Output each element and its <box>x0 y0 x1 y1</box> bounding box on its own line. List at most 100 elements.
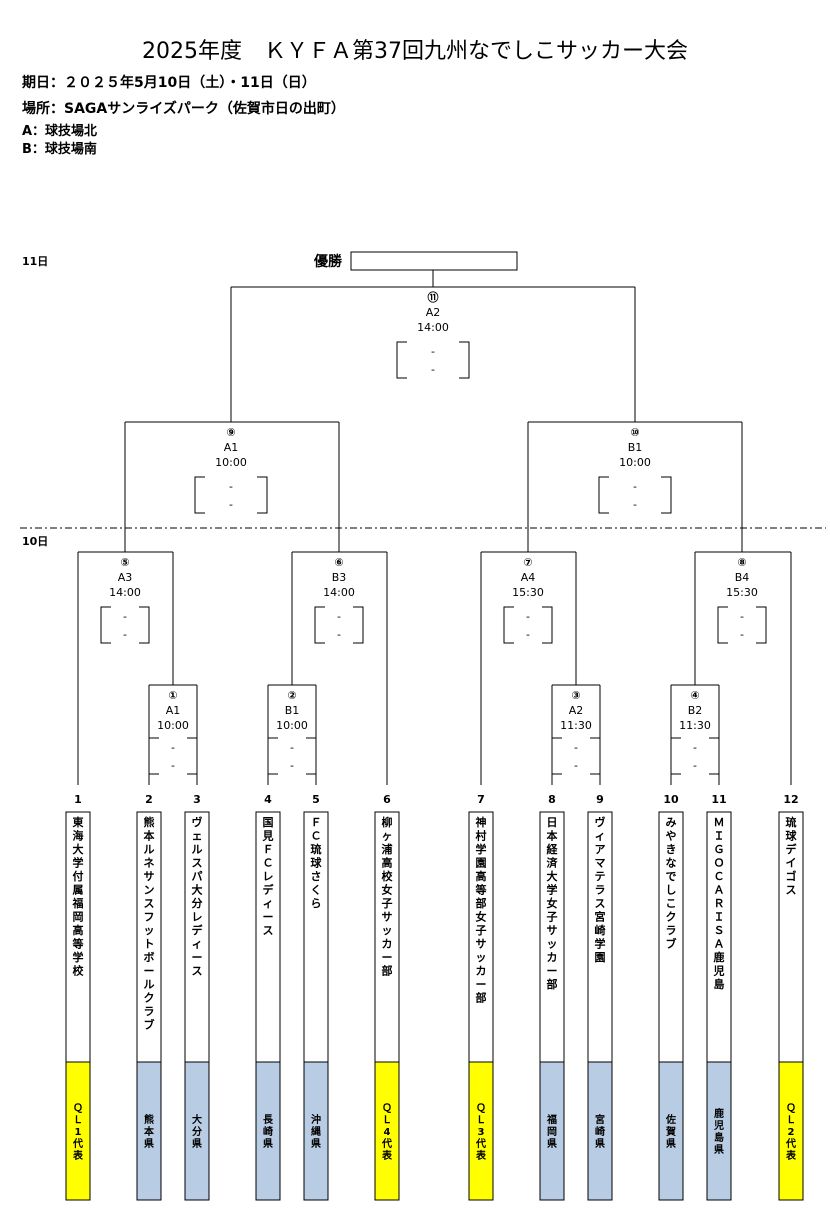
team-name-box <box>706 811 732 1063</box>
score-dash-upper: - <box>693 741 697 754</box>
score-bracket-right <box>756 606 767 644</box>
team-name-box <box>65 811 91 1063</box>
page-title: 2025年度 ＫＹＦＡ第37回九州なでしこサッカー大会 <box>142 39 688 64</box>
score-dash-upper: - <box>123 610 127 623</box>
score-box: -- <box>148 737 198 775</box>
team-name: ヴィアマテラス宮崎学園 <box>595 815 606 964</box>
team-number: 11 <box>711 793 726 806</box>
score-bracket-right <box>306 737 317 775</box>
score-box: -- <box>267 737 317 775</box>
match-number: ⑨ <box>226 426 235 439</box>
score-bracket-left <box>717 606 728 644</box>
team-pref-box <box>539 1061 565 1201</box>
team-name: 琉球デイゴス <box>786 815 798 897</box>
match-time: 15:30 <box>726 586 758 599</box>
match-number: ① <box>168 689 177 702</box>
score-bracket-left <box>267 737 278 775</box>
date-line: 期日：２０２５年5月10日（土）・11日（日） <box>22 74 316 91</box>
team-number: 2 <box>145 793 153 806</box>
match-number: ③ <box>571 689 580 702</box>
match-number: ⑩ <box>630 426 639 439</box>
team-number: 6 <box>383 793 391 806</box>
score-bracket-right <box>542 606 553 644</box>
team-pref-box <box>587 1061 613 1201</box>
team-name: ＦＣ琉球さくら <box>311 816 323 910</box>
score-box: -- <box>551 737 601 775</box>
score-dash-upper: - <box>171 741 175 754</box>
score-bracket-right <box>139 606 150 644</box>
champion-box <box>350 251 518 271</box>
score-bracket-right <box>257 476 268 514</box>
score-dash-lower: - <box>171 759 175 772</box>
score-dash-upper: - <box>337 610 341 623</box>
score-bracket-right <box>187 737 198 775</box>
venue-line: 場所：SAGAサンライズパーク（佐賀市日の出町） <box>22 100 345 117</box>
score-bracket-left <box>551 737 562 775</box>
score-dash-lower: - <box>229 498 233 511</box>
score-bracket-left <box>194 476 205 514</box>
score-bracket-right <box>459 341 470 379</box>
team-name-box <box>255 811 281 1063</box>
team-prefecture: 鹿児島県 <box>713 1107 724 1156</box>
score-dash-lower: - <box>337 628 341 641</box>
score-box: -- <box>396 341 470 379</box>
team-name-box <box>184 811 210 1063</box>
score-bracket-right <box>353 606 364 644</box>
score-box: -- <box>194 476 268 514</box>
team-name-box <box>468 811 494 1063</box>
venue-a-label: A：球技場北 <box>22 123 97 139</box>
team-name: 柳ヶ浦高校女子サッカー部 <box>382 815 394 978</box>
match-time: 10:00 <box>276 719 308 732</box>
score-box: -- <box>100 606 150 644</box>
score-bracket-left <box>314 606 325 644</box>
score-dash-upper: - <box>229 480 233 493</box>
team-pref-box <box>706 1061 732 1201</box>
score-bracket-right <box>709 737 720 775</box>
team-number: 12 <box>783 793 798 806</box>
team-number: 9 <box>596 793 604 806</box>
team-prefecture: 長崎県 <box>263 1114 274 1150</box>
team-name-box <box>778 811 804 1063</box>
match-number: ④ <box>690 689 699 702</box>
match-time: 14:00 <box>323 586 355 599</box>
team-name: みやきなでしこクラブ <box>666 816 677 951</box>
match-time: 14:00 <box>109 586 141 599</box>
team-name: ヴェルスパ大分レディース <box>192 815 204 978</box>
team-pref-box <box>374 1061 400 1201</box>
match-number: ⑦ <box>523 556 532 569</box>
match-time: 11:30 <box>560 719 592 732</box>
match-time: 10:00 <box>619 456 651 469</box>
team-pref-box <box>468 1061 494 1201</box>
team-prefecture: 宮崎県 <box>595 1113 605 1150</box>
match-time: 11:30 <box>679 719 711 732</box>
team-number: 5 <box>312 793 320 806</box>
score-dash-lower: - <box>693 759 697 772</box>
score-dash-upper: - <box>290 741 294 754</box>
score-box: -- <box>670 737 720 775</box>
champion-label: 優勝 <box>313 253 343 270</box>
team-name: 日本経済大学女子サッカー部 <box>547 816 559 991</box>
match-time: 15:30 <box>512 586 544 599</box>
team-pref-box <box>136 1061 162 1201</box>
score-dash-lower: - <box>740 628 744 641</box>
score-dash-upper: - <box>574 741 578 754</box>
match-court: A1 <box>224 441 239 454</box>
match-labels: ①A110:00--②B110:00--③A211:30--④B211:30--… <box>100 290 767 775</box>
match-court: A2 <box>426 306 441 319</box>
match-court: B4 <box>735 571 750 584</box>
team-number: 4 <box>264 793 272 806</box>
match-court: B1 <box>628 441 643 454</box>
team-pref-box <box>303 1061 329 1201</box>
team-name: 神村学園高等部女子サッカー部 <box>475 815 487 1005</box>
match-court: B2 <box>688 704 703 717</box>
